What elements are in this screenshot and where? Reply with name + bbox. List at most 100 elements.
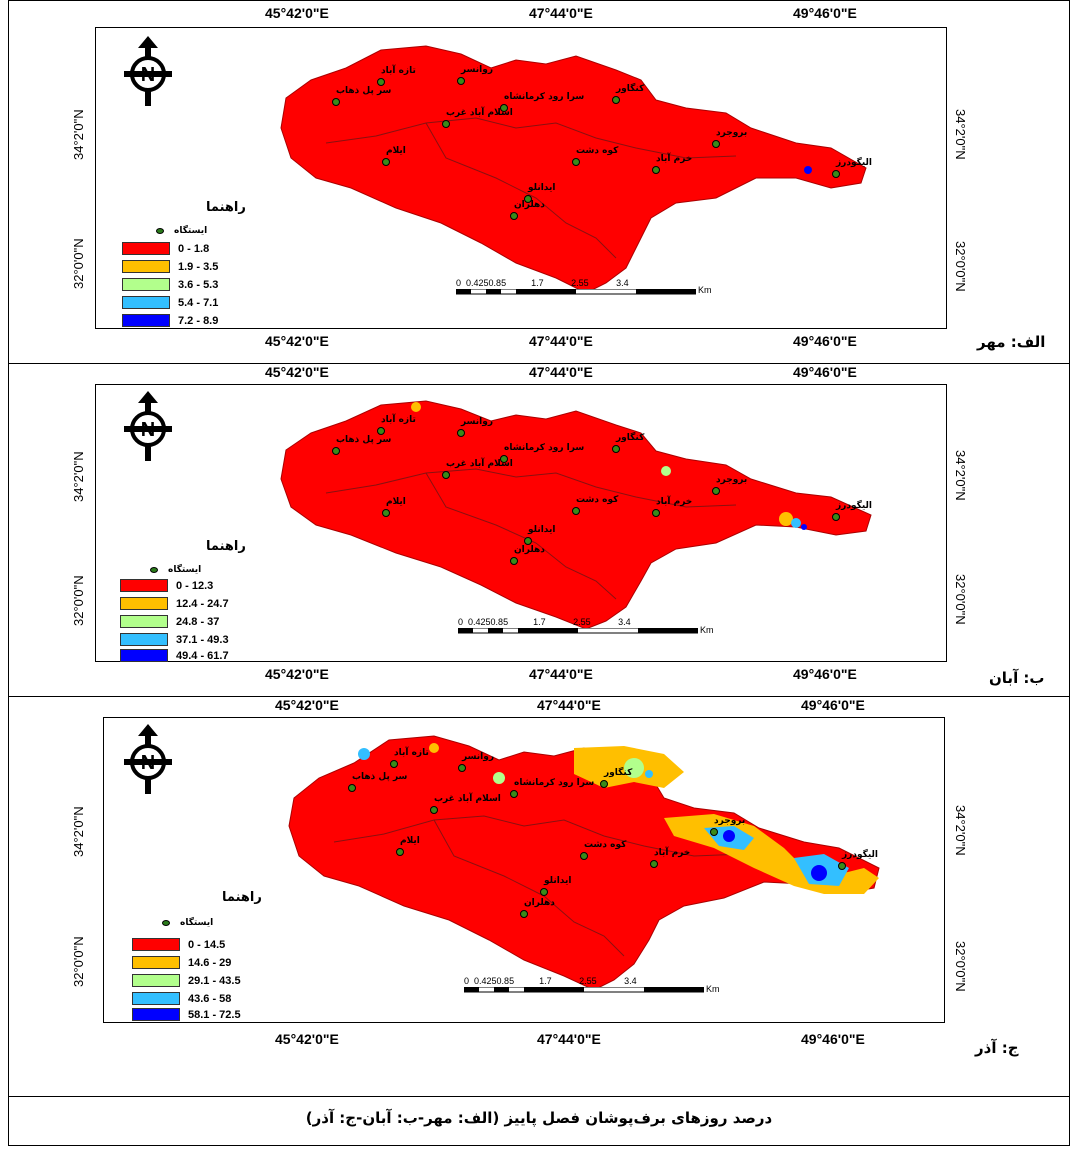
station-ilam: ایلام	[386, 497, 406, 507]
swatch-orange	[120, 597, 168, 610]
panel-tag-aban: ب: آبان	[989, 669, 1045, 687]
legend-class-2: 14.6 - 29	[132, 956, 231, 969]
station-khorramabad: خرم آباد	[656, 497, 693, 507]
swatch-lightgreen	[132, 974, 180, 987]
legend-class-1: 0 - 14.5	[132, 938, 225, 951]
figure-caption: درصد روزهای برف‌پوشان فصل پاییز (الف: مه…	[305, 1109, 773, 1127]
station-sarpol: سر پل ذهاب	[336, 86, 392, 96]
swatch-red	[132, 938, 180, 951]
station-marker-icon	[600, 780, 608, 788]
station-dot-icon	[156, 228, 164, 234]
scale-ticks: 0 0.4250.85 1.7 2.55 3.4	[458, 617, 631, 627]
station-dehloran: دهلران	[514, 545, 545, 555]
swatch-blue	[122, 314, 170, 327]
legend-class-5: 58.1 - 72.5	[132, 1008, 241, 1021]
region-map	[288, 735, 880, 991]
lon-label-bottom-2: 47°44'0"E	[537, 1031, 601, 1047]
lon-label-bottom-2: 47°44'0"E	[529, 666, 593, 682]
station-marker-icon	[712, 487, 720, 495]
station-marker-icon	[832, 513, 840, 521]
scale-ticks: 0 0.4250.85 1.7 2.55 3.4	[456, 278, 629, 288]
swatch-lightblue	[132, 992, 180, 1005]
station-marker-icon	[382, 509, 390, 517]
map-blob	[801, 524, 807, 530]
map-blob	[493, 772, 505, 784]
legend-class-2: 1.9 - 3.5	[122, 260, 218, 273]
map-blob	[811, 865, 827, 881]
station-marker-icon	[390, 760, 398, 768]
station-marker-icon	[442, 471, 450, 479]
lat-label-right-1: 34°2'0"N	[953, 805, 968, 856]
lon-label-top-3: 49°46'0"E	[801, 697, 865, 713]
legend-station: ایستگاه	[156, 226, 207, 236]
scale-bar	[458, 628, 698, 634]
station-marker-icon	[510, 212, 518, 220]
swatch-orange	[122, 260, 170, 273]
station-kuhdasht: کوه دشت	[576, 146, 619, 156]
map-frame: N روانسر تازه آباد سر پل ذهاب سرا رود کر…	[95, 27, 947, 329]
map-blob	[645, 770, 653, 778]
station-marker-icon	[377, 78, 385, 86]
legend-class-4: 37.1 - 49.3	[120, 633, 229, 646]
legend-class-5: 7.2 - 8.9	[122, 314, 218, 327]
region-shape	[280, 45, 867, 294]
station-marker-icon	[612, 445, 620, 453]
swatch-red	[120, 579, 168, 592]
figure-table: 45°42'0"E 47°44'0"E 49°46'0"E N روانسر ت…	[8, 0, 1070, 1146]
station-dehloran: دهلران	[514, 200, 545, 210]
map-panel-mehr: 45°42'0"E 47°44'0"E 49°46'0"E N روانسر ت…	[65, 5, 995, 361]
station-marker-icon	[838, 862, 846, 870]
station-aligudarz: الیگودرز	[836, 501, 872, 511]
swatch-lightgreen	[120, 615, 168, 628]
station-marker-icon	[524, 537, 532, 545]
swatch-lightblue	[120, 633, 168, 646]
station-marker-icon	[332, 447, 340, 455]
legend-class-4: 43.6 - 58	[132, 992, 231, 1005]
station-marker-icon	[520, 910, 528, 918]
station-marker-icon	[510, 557, 518, 565]
station-marker-icon	[572, 507, 580, 515]
north-arrow-icon: N	[124, 391, 172, 461]
legend-class-3: 29.1 - 43.5	[132, 974, 241, 987]
station-islamabad: اسلام آباد غرب	[446, 459, 513, 469]
scale-unit: Km	[698, 285, 712, 295]
station-marker-icon	[540, 888, 548, 896]
station-khorramabad: خرم آباد	[656, 154, 693, 164]
map-blob	[411, 402, 421, 412]
scale-bar	[464, 987, 704, 993]
station-marker-icon	[457, 429, 465, 437]
lon-label-top-1: 45°42'0"E	[275, 697, 339, 713]
station-marker-icon	[524, 195, 532, 203]
station-kangavar: کنگاور	[616, 84, 645, 94]
lon-label-top-2: 47°44'0"E	[529, 364, 593, 380]
legend-class-1: 0 - 12.3	[120, 579, 213, 592]
legend-title: راهنما	[206, 539, 246, 554]
map-panel-azar: 45°42'0"E 47°44'0"E 49°46'0"E	[65, 697, 995, 1067]
station-kermanshah: سرا رود کرمانشاه	[504, 92, 585, 102]
panel-row-mehr: 45°42'0"E 47°44'0"E 49°46'0"E N روانسر ت…	[9, 1, 1069, 364]
map-frame: N روانسر تازه آباد سر پل ذهاب سرا رود کر…	[95, 384, 947, 662]
swatch-red	[122, 242, 170, 255]
swatch-blue	[132, 1008, 180, 1021]
station-marker-icon	[652, 509, 660, 517]
station-aligudarz: الیگودرز	[842, 850, 878, 860]
station-marker-icon	[348, 784, 356, 792]
swatch-blue	[120, 649, 168, 662]
panel-tag-mehr: الف: مهر	[977, 333, 1046, 351]
legend-title: راهنما	[222, 890, 262, 905]
swatch-lightblue	[122, 296, 170, 309]
station-marker-icon	[612, 96, 620, 104]
station-kermanshah: سرا رود کرمانشاه	[504, 443, 585, 453]
lon-label-bottom-1: 45°42'0"E	[265, 333, 329, 349]
station-dot-icon	[150, 567, 158, 573]
legend-station: ایستگاه	[150, 565, 201, 575]
lat-label-right-2: 32°0'0"N	[953, 241, 968, 292]
lat-label-left-1: 34°2'0"N	[71, 806, 86, 857]
lon-label-top-3: 49°46'0"E	[793, 5, 857, 21]
station-marker-icon	[832, 170, 840, 178]
station-borujerd: بروجرد	[714, 816, 746, 826]
station-islamabad: اسلام آباد غرب	[434, 794, 501, 804]
map-blob	[791, 518, 801, 528]
lat-label-right-1: 34°2'0"N	[953, 109, 968, 160]
station-marker-icon	[580, 852, 588, 860]
